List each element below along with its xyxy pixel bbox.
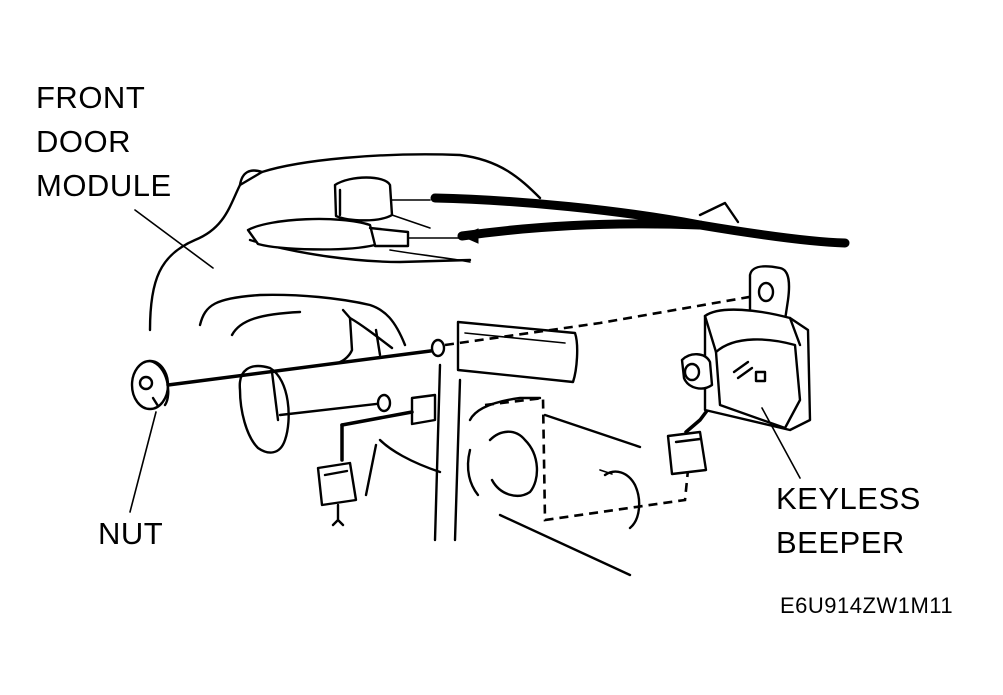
right-connector [666,398,717,476]
leader-lines [129,209,801,513]
nut-label: NUT [98,516,164,551]
keyless-beeper-leader [761,407,801,479]
keyless-beeper-label: KEYLESS BEEPER [776,477,921,565]
figure-code: E6U914ZW1M11 [780,593,954,618]
left-connector [316,410,414,527]
front-door-module-label-line-1: FRONT [36,80,146,115]
front-door-module-leader [134,209,214,269]
front-door-module-label-line-3: MODULE [36,168,172,203]
nut-leader [129,411,157,513]
control-cables [430,193,850,248]
keyless-beeper-label-line-1: KEYLESS [776,481,921,516]
keyless-beeper-label-line-2: BEEPER [776,525,905,560]
door-inner-panel [198,293,642,577]
dashed-harness [444,294,756,522]
front-door-module-label-line-2: DOOR [36,124,131,159]
keyless-beeper-unit [680,265,812,432]
inside-handle [246,176,461,251]
front-door-module-label: FRONT DOOR MODULE [36,76,172,208]
nut-and-rod [130,338,446,413]
